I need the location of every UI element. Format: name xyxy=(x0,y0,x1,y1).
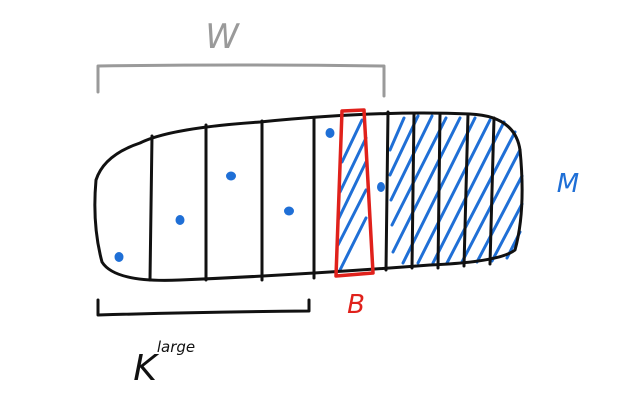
data-points xyxy=(114,128,385,262)
k-label: K xyxy=(133,348,159,389)
m-label: M xyxy=(557,169,579,199)
w-bracket-line xyxy=(96,63,386,98)
w-bracket: W xyxy=(96,17,386,98)
k-superscript-label: large xyxy=(157,338,195,356)
memory-block-outline xyxy=(93,111,524,282)
b-window: B xyxy=(334,108,375,320)
block-dividers xyxy=(148,110,496,282)
b-window-box xyxy=(334,108,375,278)
w-label: W xyxy=(205,17,240,57)
b-label: B xyxy=(347,290,365,320)
k-bracket-line xyxy=(96,298,311,317)
k-bracket: K large xyxy=(96,298,311,389)
